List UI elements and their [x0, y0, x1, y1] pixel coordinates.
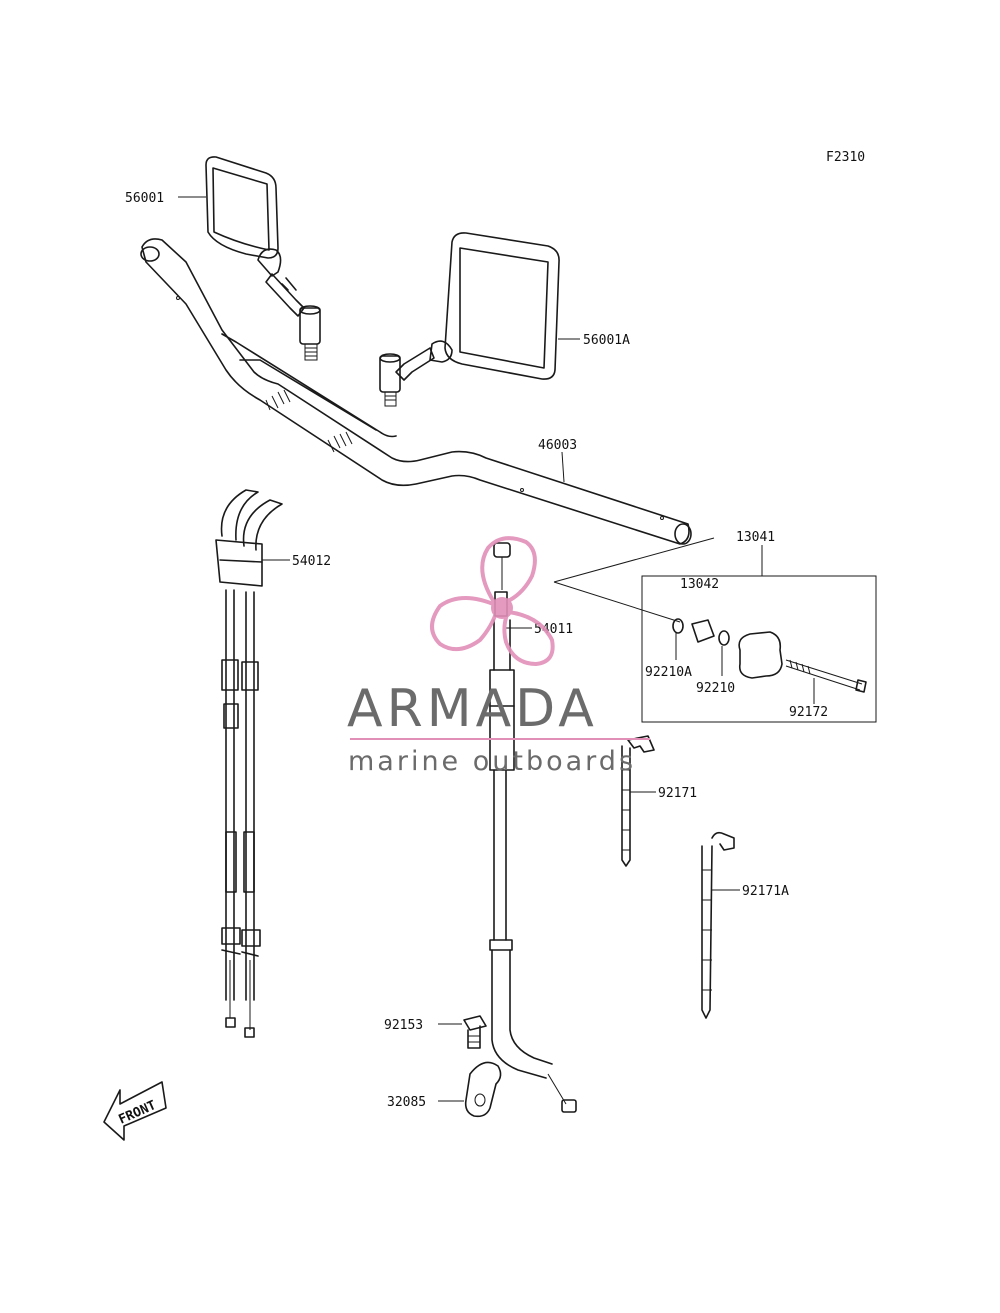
- armada-logo-mark: [430, 536, 555, 667]
- leader-46003: [561, 451, 565, 483]
- label-92172: 92172: [789, 705, 828, 720]
- label-56001a: 56001A: [583, 333, 630, 348]
- label-56001: 56001: [125, 191, 164, 206]
- label-92210a: 92210A: [645, 665, 692, 680]
- watermark-brand: ARMADA: [347, 679, 598, 739]
- bar-end-box: [641, 575, 877, 723]
- right-mirror: [379, 232, 560, 407]
- cable-tie-92171a: [701, 831, 735, 1019]
- front-arrow: FRONT: [103, 1081, 167, 1141]
- leader-13041-arrows: [553, 537, 715, 623]
- label-92171a: 92171A: [742, 884, 789, 899]
- bolt-92153: [463, 1015, 487, 1049]
- label-54012: 54012: [292, 554, 331, 569]
- label-13041: 13041: [736, 530, 775, 545]
- figure-code: F2310: [826, 150, 865, 165]
- label-13042: 13042: [680, 577, 719, 592]
- label-46003: 46003: [538, 438, 577, 453]
- label-92171: 92171: [658, 786, 697, 801]
- watermark-tagline: marine outboards: [348, 746, 636, 777]
- throttle-cables: [215, 489, 283, 1038]
- choke-cable: [489, 542, 577, 1113]
- label-92210: 92210: [696, 681, 735, 696]
- left-mirror: [205, 156, 321, 361]
- bar-end-parts: [672, 618, 867, 693]
- cable-tie-92171: [621, 735, 655, 867]
- bracket-32085: [464, 1061, 502, 1118]
- label-92153: 92153: [384, 1018, 423, 1033]
- handlebar: [140, 238, 692, 545]
- label-32085: 32085: [387, 1095, 426, 1110]
- watermark-rule: [350, 738, 650, 740]
